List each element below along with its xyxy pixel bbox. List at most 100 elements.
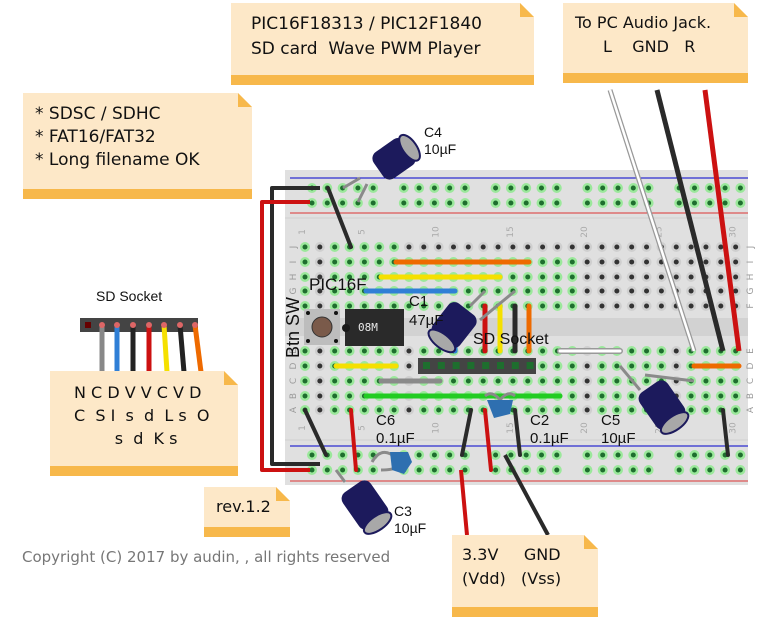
c1-name: C1 [409,293,429,310]
wire-black-audio-gnd [654,89,726,352]
row-letter: E [746,348,756,354]
revision-text: rev.1.2 [216,497,271,516]
sd-pins-row2: C S I s d L s O [74,406,210,425]
sd-socket-pin [526,362,534,369]
capacitor-c2 [484,392,516,418]
power-line1: 3.3V GND [462,545,561,564]
wire-gray-f2 [479,289,516,322]
column-number: 30 [729,422,739,434]
row-letter: F [746,303,756,308]
row-letter: J [289,246,299,250]
feature-3: * Long filename OK [35,150,200,170]
wire-black-a1 [303,408,328,457]
note-sd-pins: N C D V V C V D C S I s d L s O s d K s [50,371,238,476]
wire-black-left-power [270,186,320,466]
row-letter: D [746,362,756,369]
c4-name: C4 [424,124,442,140]
column-number: 5 [357,425,367,431]
sd-socket-pin [452,362,460,369]
sd-socket-pin [423,362,430,369]
sd-header-wire [161,324,170,373]
row-letter: F [289,303,299,308]
sd-socket-board-header [418,358,536,374]
row-letter: B [746,393,756,399]
sd-socket-header-label: SD Socket [96,288,163,304]
sd-pins-row1: N C D V V C V D [74,383,202,402]
column-number: 10 [432,226,442,238]
c6-value: 0.1µF [376,430,415,447]
column-number: 30 [729,226,739,238]
column-number: 10 [432,422,442,434]
capacitor-c4 [342,133,421,203]
c6-name: C6 [376,412,396,429]
wire-red-a4 [349,408,358,472]
column-number: 1 [298,229,308,235]
row-letter: I [289,261,299,264]
c2-name: C2 [530,412,550,429]
sd-socket-board-label: SD Socket [473,331,549,348]
row-letter: A [746,406,756,413]
wire-white-audio-l-inner [608,89,696,352]
sd-socket-pin [482,362,490,369]
sd-pins-row3: s d K s [74,429,178,448]
column-number: 20 [580,226,590,238]
column-numbers: 115510101515202025253030 [298,226,739,434]
title-line1: PIC16F18313 / PIC12F1840 [251,14,482,34]
capacitor-c5 [638,380,690,435]
power-line2: (Vdd) (Vss) [462,569,562,588]
c3-name: C3 [394,503,412,519]
c4-value: 10µF [424,141,457,157]
column-number: 20 [580,422,590,434]
capacitor-c6 [370,450,412,474]
column-number: 1 [298,425,308,431]
audio-line1: To PC Audio Jack. [575,13,712,32]
note-features: * SDSC / SDHC * FAT16/FAT32 * Long filen… [23,93,252,199]
wire-black-a18 [513,408,522,457]
c1-value: 47µF [409,312,444,329]
row-letter: C [746,378,756,384]
wire-red-audio-r [702,89,742,352]
row-letter: H [746,274,756,281]
push-button-switch [304,309,340,345]
row-letter: G [289,287,299,294]
row-letter: G [746,287,756,294]
wire-red-left-power [260,200,310,472]
sd-socket-pin [511,362,519,369]
row-letter: H [289,274,299,281]
row-letter: I [746,261,756,264]
wire-black-a14 [460,408,473,457]
ic-marking: 08M [358,321,378,334]
audio-line2: L GND R [603,37,696,56]
row-letter: E [289,348,299,354]
note-audio: To PC Audio Jack. L GND R [563,3,748,83]
feature-1: * SDSC / SDHC [35,104,161,124]
row-letter: A [289,406,299,413]
note-revision: rev.1.2 [204,487,290,537]
wire-black-a30 [721,408,730,457]
row-letter: D [289,362,299,369]
capacitor-c3 [334,469,393,535]
sd-socket-pin [437,362,445,369]
wire-red-vdd [459,469,469,536]
wire-black-gnd-to-j4 [326,186,353,249]
wire-black-vss [503,454,550,536]
pic-ic-chip: 08M [342,309,404,346]
sd-header-wire [177,324,187,373]
jumper-wires [303,89,742,536]
wire-gray-f1 [468,289,487,308]
row-letter: B [289,393,299,399]
column-number: 25 [654,226,664,237]
column-number: 15 [506,226,516,237]
capacitor-c1 [427,302,477,354]
btn-sw-label: Btn SW [283,296,303,358]
sd-socket-pin [467,362,475,369]
note-title: PIC16F18313 / PIC12F1840 SD card Wave PW… [231,3,534,85]
pic-label: PIC16F [309,275,367,294]
column-number: 5 [357,229,367,235]
c3-value: 10µF [394,520,427,536]
c2-value: 0.1µF [530,430,569,447]
wire-gray-c5b [644,373,695,383]
